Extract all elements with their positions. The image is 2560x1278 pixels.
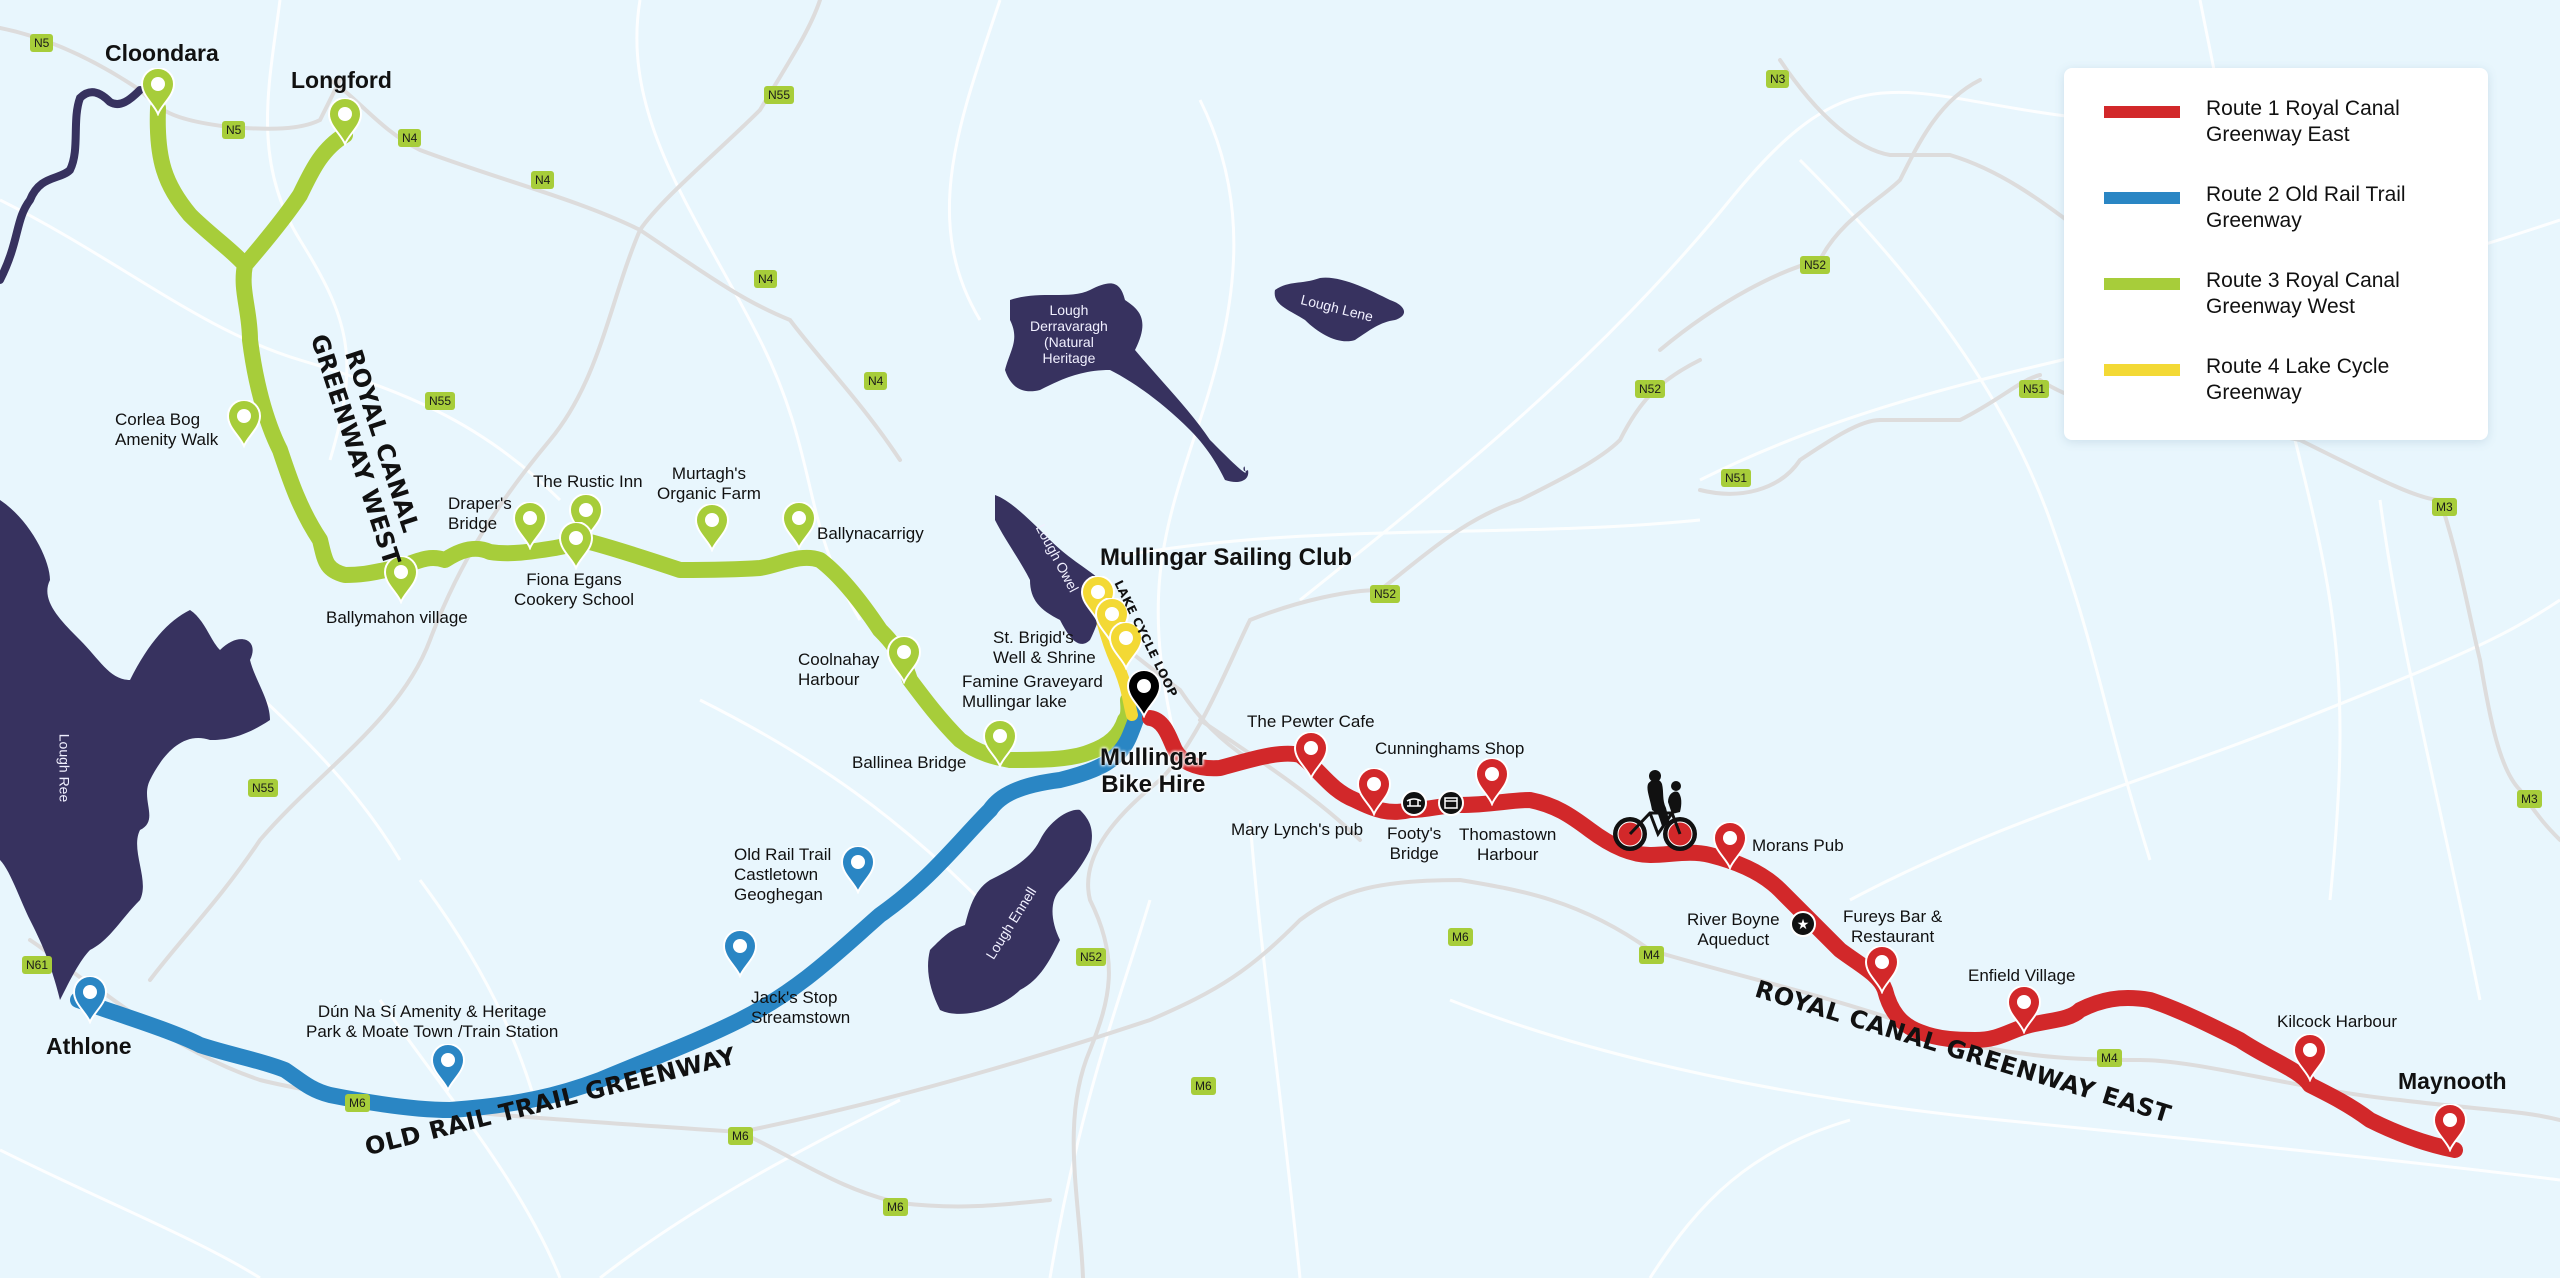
bridge-icon bbox=[1401, 790, 1427, 816]
poi-murtagh: Murtagh's Organic Farm bbox=[657, 464, 761, 503]
poi-enfield: Enfield Village bbox=[1968, 966, 2076, 985]
poi-thomastown: Thomastown Harbour bbox=[1459, 825, 1557, 864]
poi-ballinea: Ballinea Bridge bbox=[852, 753, 967, 772]
road-shield: M3 bbox=[2517, 790, 2542, 808]
pin-corlea bbox=[227, 400, 261, 447]
town-longford: Longford bbox=[291, 67, 392, 93]
legend-swatch-blue bbox=[2104, 192, 2180, 204]
legend-item-route-2: Route 2 Old Rail Trail Greenway bbox=[2104, 182, 2406, 234]
route-3-royal-canal-west bbox=[149, 100, 1137, 768]
lake-label-derravaragh: Lough Derravaragh (Natural Heritage bbox=[1030, 302, 1108, 366]
legend-item-route-4: Route 4 Lake Cycle Greenway bbox=[2104, 354, 2389, 406]
road-shield: M6 bbox=[883, 1198, 908, 1216]
cyclist-icon bbox=[1613, 770, 1697, 851]
poi-morans: Morans Pub bbox=[1752, 836, 1844, 855]
town-cloondara: Cloondara bbox=[105, 40, 219, 66]
mullingar-bike-hire: Mullingar Bike Hire bbox=[1100, 744, 1207, 798]
route-2-old-rail-trail bbox=[70, 692, 1148, 1118]
svg-text:★: ★ bbox=[1797, 917, 1810, 933]
road-shield: M6 bbox=[345, 1094, 370, 1112]
legend-label: Route 4 Lake Cycle Greenway bbox=[2206, 355, 2390, 404]
road-shield: N55 bbox=[248, 779, 279, 797]
shop-icon bbox=[1438, 790, 1464, 816]
legend-swatch-yellow bbox=[2104, 364, 2180, 376]
road-shield: N51 bbox=[2019, 380, 2050, 398]
road-shield: N52 bbox=[1370, 585, 1401, 603]
poi-coolnahay: Coolnahay Harbour bbox=[798, 650, 880, 689]
pin-murtagh bbox=[695, 504, 729, 551]
poi-ballynacarrigy: Ballynacarrigy bbox=[817, 524, 924, 543]
lake-label-ree: Lough Ree bbox=[56, 733, 73, 803]
route-1-royal-canal-east bbox=[1142, 710, 2463, 1158]
legend-item-route-3: Route 3 Royal Canal Greenway West bbox=[2104, 268, 2400, 320]
pin-cloondara bbox=[141, 68, 175, 115]
road-shield: M4 bbox=[2097, 1049, 2122, 1067]
road-shield: N4 bbox=[864, 372, 888, 390]
lough-lene bbox=[1274, 277, 1405, 342]
pin-ballynacarrigy bbox=[782, 502, 816, 549]
road-shield: N5 bbox=[222, 121, 246, 139]
river-shannon bbox=[0, 86, 144, 284]
legend-item-route-1: Route 1 Royal Canal Greenway East bbox=[2104, 96, 2400, 148]
poi-fiona: Fiona Egans Cookery School bbox=[514, 570, 635, 609]
poi-pewter: The Pewter Cafe bbox=[1247, 712, 1375, 731]
road-shield: N61 bbox=[22, 956, 53, 974]
lough-owel bbox=[995, 495, 1102, 644]
poi-corlea: Corlea Bog Amenity Walk bbox=[115, 410, 219, 449]
legend-swatch-red bbox=[2104, 106, 2180, 118]
legend-swatch-green bbox=[2104, 278, 2180, 290]
poi-jacks: Jack's Stop Streamstown bbox=[751, 988, 851, 1027]
legend-label: Route 3 Royal Canal Greenway West bbox=[2206, 269, 2400, 318]
poi-kilcock: Kilcock Harbour bbox=[2277, 1012, 2397, 1031]
legend-label: Route 1 Royal Canal Greenway East bbox=[2206, 97, 2400, 146]
poi-fureys: Fureys Bar & Restaurant bbox=[1843, 907, 1943, 946]
road-shield: N4 bbox=[754, 270, 778, 288]
poi-cunninghams: Cunninghams Shop bbox=[1375, 739, 1525, 758]
lough-derravaragh bbox=[1005, 283, 1249, 482]
road-shield: N4 bbox=[531, 171, 555, 189]
legend-label: Route 2 Old Rail Trail Greenway bbox=[2206, 183, 2406, 232]
road-shield: N55 bbox=[764, 86, 795, 104]
lakes bbox=[0, 86, 1405, 1014]
road-shield: N4 bbox=[398, 129, 422, 147]
pin-drapers bbox=[513, 502, 547, 549]
star-icon: ★ bbox=[1790, 911, 1816, 937]
road-shield: M6 bbox=[1448, 928, 1473, 946]
road-shield: M4 bbox=[1639, 946, 1664, 964]
town-maynooth: Maynooth bbox=[2398, 1068, 2507, 1094]
road-shield: M6 bbox=[728, 1127, 753, 1145]
road-shield: N52 bbox=[1076, 948, 1107, 966]
road-shield: M3 bbox=[2432, 498, 2457, 516]
lough-ree bbox=[0, 500, 270, 1000]
poi-famine: Famine Graveyard Mullingar lake bbox=[962, 672, 1103, 711]
road-shield: N3 bbox=[1766, 70, 1790, 88]
pin-fiona bbox=[559, 522, 593, 569]
map-legend: Route 1 Royal Canal Greenway East Route … bbox=[2064, 68, 2488, 440]
mullingar-sailing-club: Mullingar Sailing Club bbox=[1100, 544, 1352, 571]
town-athlone: Athlone bbox=[46, 1033, 132, 1059]
poi-brigid: St. Brigid's Well & Shrine bbox=[993, 628, 1096, 667]
road-shield: M6 bbox=[1191, 1077, 1216, 1095]
poi-rustic: The Rustic Inn bbox=[533, 472, 643, 491]
poi-boyne: River Boyne Aqueduct bbox=[1687, 910, 1780, 949]
poi-dunnasi: Dún Na Sí Amenity & Heritage Park & Moat… bbox=[306, 1002, 559, 1041]
road-shield: N52 bbox=[1635, 380, 1666, 398]
poi-castletown: Old Rail Trail Castletown Geoghegan bbox=[734, 845, 832, 904]
road-shield: N55 bbox=[425, 392, 456, 410]
road-shield: N51 bbox=[1721, 469, 1752, 487]
lough-ennell bbox=[928, 809, 1092, 1014]
road-shield: N5 bbox=[30, 34, 54, 52]
poi-drapers: Draper's Bridge bbox=[448, 494, 512, 533]
road-shield: N52 bbox=[1800, 256, 1831, 274]
poi-marylynch: Mary Lynch's pub bbox=[1231, 820, 1364, 839]
poi-ballymahon: Ballymahon village bbox=[326, 608, 468, 627]
poi-footys: Footy's Bridge bbox=[1387, 824, 1442, 863]
